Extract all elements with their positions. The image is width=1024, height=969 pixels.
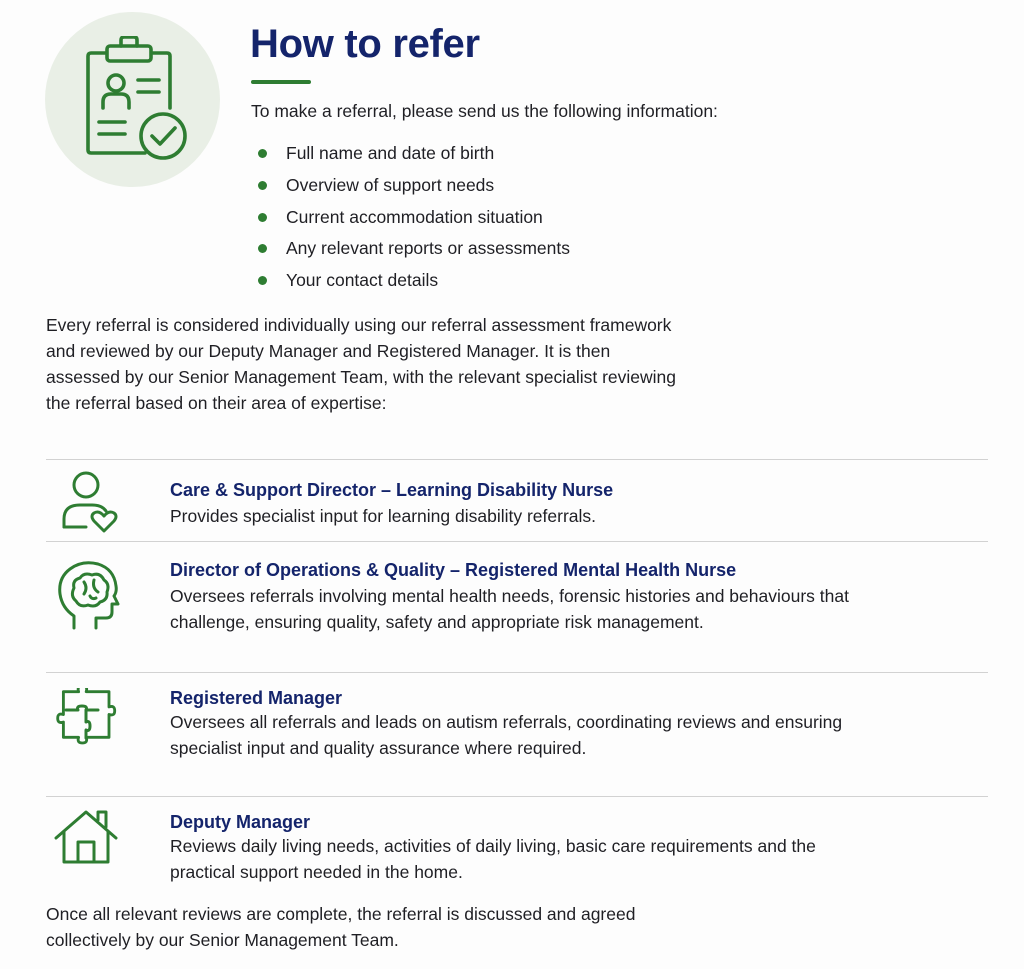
role-description: Reviews daily living needs, activities o… bbox=[170, 836, 816, 882]
bullet-dot bbox=[258, 149, 267, 158]
role-description: Provides specialist input for learning d… bbox=[170, 506, 597, 526]
puzzle-piece-icon bbox=[56, 688, 117, 745]
brain-head-icon bbox=[58, 561, 120, 630]
clipboard-check-icon bbox=[86, 36, 187, 160]
list-item: Current accommodation situation bbox=[256, 206, 570, 238]
closing-paragraph: Once all relevant reviews are complete, … bbox=[46, 904, 636, 950]
list-item: Your contact details bbox=[256, 269, 570, 301]
hero-icon-circle bbox=[45, 12, 220, 187]
bullet-dot bbox=[258, 276, 267, 286]
role-title: Care & Support Director – Learning Disab… bbox=[170, 480, 614, 500]
role-description: Oversees referrals involving mental heal… bbox=[170, 586, 849, 632]
title-underline bbox=[251, 80, 311, 84]
role-title: Registered Manager bbox=[170, 688, 343, 708]
divider bbox=[46, 541, 988, 542]
bullet-dot bbox=[258, 212, 267, 222]
house-icon bbox=[54, 810, 118, 864]
page-title: How to refer bbox=[250, 22, 480, 66]
assessment-paragraph: Every referral is considered individuall… bbox=[46, 315, 676, 413]
role-description: Oversees all referrals and leads on auti… bbox=[170, 712, 843, 758]
divider bbox=[46, 672, 988, 673]
role-title: Deputy Manager bbox=[170, 812, 311, 832]
bullet-dot bbox=[258, 180, 267, 190]
divider bbox=[46, 459, 988, 460]
list-item: Full name and date of birth bbox=[256, 142, 570, 174]
role-title: Director of Operations & Quality – Regis… bbox=[170, 560, 737, 580]
list-item: Overview of support needs bbox=[256, 174, 570, 206]
person-heart-icon bbox=[62, 471, 118, 533]
intro-text: To make a referral, please send us the f… bbox=[251, 101, 718, 121]
divider bbox=[46, 796, 988, 797]
bullet-dot bbox=[258, 244, 267, 254]
list-item: Any relevant reports or assessments bbox=[256, 237, 570, 269]
requirements-list: Full name and date of birth Overview of … bbox=[256, 142, 570, 301]
